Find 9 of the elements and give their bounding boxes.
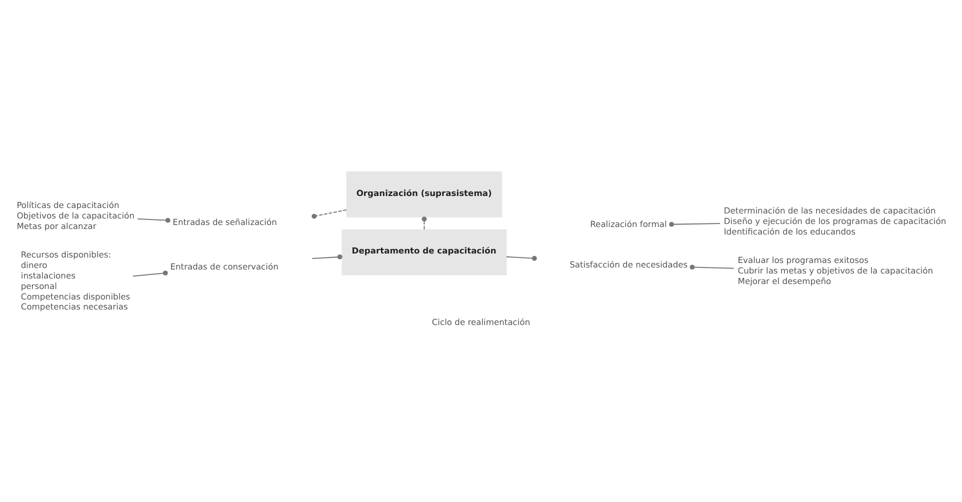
node-text: Satisfacción de necesidades — [570, 260, 688, 270]
node-text: Determinación de las necesidades de capacitación Diseño y ejecución de los programas de capacitación Identificación de los educandos — [724, 206, 946, 237]
node-text: Políticas de capacitación Objetivos de la capacitación Metas por alcanzar — [16, 200, 135, 231]
node-text: Recursos disponibles: dinero instalaciones personal Competencias disponibles Competencias necesarias — [20, 250, 130, 312]
caption: Ciclo de realimentación — [432, 317, 530, 328]
node-text: Evaluar los programas exitosos Cubrir las metas y objetivos de la capacitación Mejorar el desempeño — [738, 255, 934, 286]
node-text: Entradas de señalización — [172, 217, 277, 228]
node-text: Entradas de conservación — [170, 262, 278, 272]
node-text: Realización formal — [590, 219, 667, 230]
